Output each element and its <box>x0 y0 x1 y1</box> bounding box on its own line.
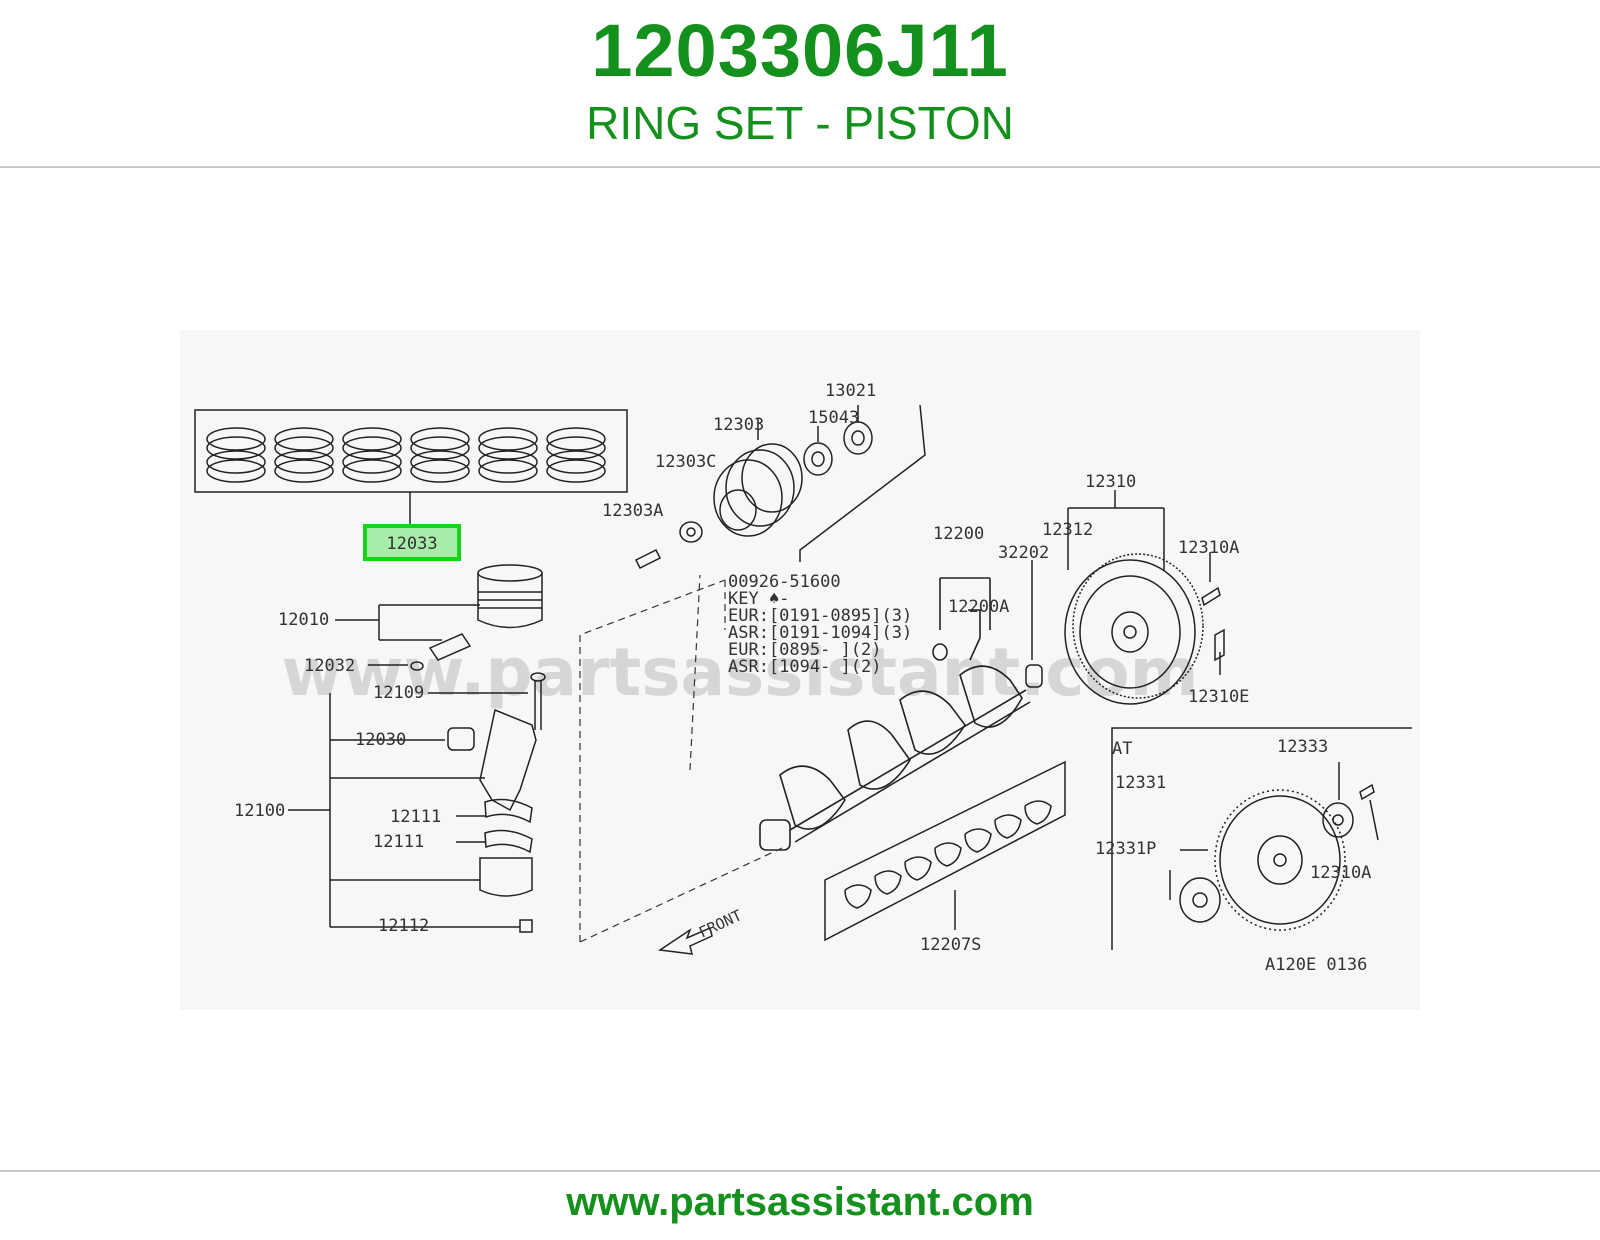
front-arrow <box>657 926 713 955</box>
label-12303a[interactable]: 12303A <box>602 501 663 521</box>
bearing-set-box <box>824 760 1066 942</box>
label-12303[interactable]: 12303 <box>713 415 764 435</box>
label-12331p[interactable]: 12331P <box>1095 839 1156 859</box>
header: 1203306J11 RING SET - PISTON <box>0 0 1600 168</box>
label-13021[interactable]: 13021 <box>825 381 876 401</box>
key-note-line-4: ASR:[0191-1094](3) <box>728 623 912 643</box>
label-12310a-top[interactable]: 12310A <box>1178 538 1239 558</box>
piston-assembly <box>288 564 546 933</box>
label-12333[interactable]: 12333 <box>1277 737 1328 757</box>
label-12303c[interactable]: 12303C <box>655 452 716 472</box>
at-flywheel-box <box>1111 727 1412 950</box>
label-12310a-bottom[interactable]: 12310A <box>1310 863 1371 883</box>
label-12109[interactable]: 12109 <box>373 683 424 703</box>
label-12111-upper[interactable]: 12111 <box>390 807 441 827</box>
key-note: 00926-51600 KEY ♠- EUR:[0191-0895](3) AS… <box>728 572 912 677</box>
label-12207s[interactable]: 12207S <box>920 935 981 955</box>
label-12112[interactable]: 12112 <box>378 916 429 936</box>
figure-code: A120E 0136 <box>1265 955 1367 975</box>
label-32202[interactable]: 32202 <box>998 543 1049 563</box>
label-12310[interactable]: 12310 <box>1085 472 1136 492</box>
label-12200[interactable]: 12200 <box>933 524 984 544</box>
part-labels: 13021 12303 15043 12303C 12303A 12310 12… <box>234 381 1371 955</box>
highlight-box[interactable] <box>363 524 461 561</box>
label-12030[interactable]: 12030 <box>355 730 406 750</box>
part-title: RING SET - PISTON <box>586 97 1014 149</box>
footer-site-link[interactable]: www.partsassistant.com <box>566 1180 1034 1224</box>
key-note-line-5: EUR:[0895- ](2) <box>728 640 882 660</box>
crankshaft <box>759 577 1031 851</box>
dashed-guides <box>579 574 783 943</box>
label-12331[interactable]: 12331 <box>1115 773 1166 793</box>
label-15043[interactable]: 15043 <box>808 408 859 428</box>
part-number: 1203306J11 <box>591 9 1009 92</box>
label-12033: 12033 <box>386 534 437 554</box>
label-12312[interactable]: 12312 <box>1042 520 1093 540</box>
ring-set-box <box>194 409 628 526</box>
key-note-line-1: 00926-51600 <box>728 572 841 592</box>
bottom-divider <box>0 1170 1600 1172</box>
top-divider <box>0 166 1600 168</box>
label-12200a[interactable]: 12200A <box>948 597 1009 617</box>
label-12100[interactable]: 12100 <box>234 801 285 821</box>
flywheel-mt <box>1025 490 1225 705</box>
label-12010[interactable]: 12010 <box>278 610 329 630</box>
key-note-line-6: ASR:[1094- ](2) <box>728 657 882 677</box>
label-12032[interactable]: 12032 <box>304 656 355 676</box>
diagram-background <box>180 330 1420 1010</box>
key-note-line-2: KEY ♠- <box>728 589 789 609</box>
piston-rings-group <box>206 427 606 483</box>
key-note-line-3: EUR:[0191-0895](3) <box>728 606 912 626</box>
at-label: AT <box>1112 739 1132 759</box>
highlighted-part-12033[interactable]: 12033 <box>363 524 461 561</box>
label-12310e[interactable]: 12310E <box>1188 687 1249 707</box>
label-12111-lower[interactable]: 12111 <box>373 832 424 852</box>
parts-diagram: www.partsassistant.com 12033 <box>180 330 1420 1010</box>
crank-pulley-group <box>634 404 926 570</box>
